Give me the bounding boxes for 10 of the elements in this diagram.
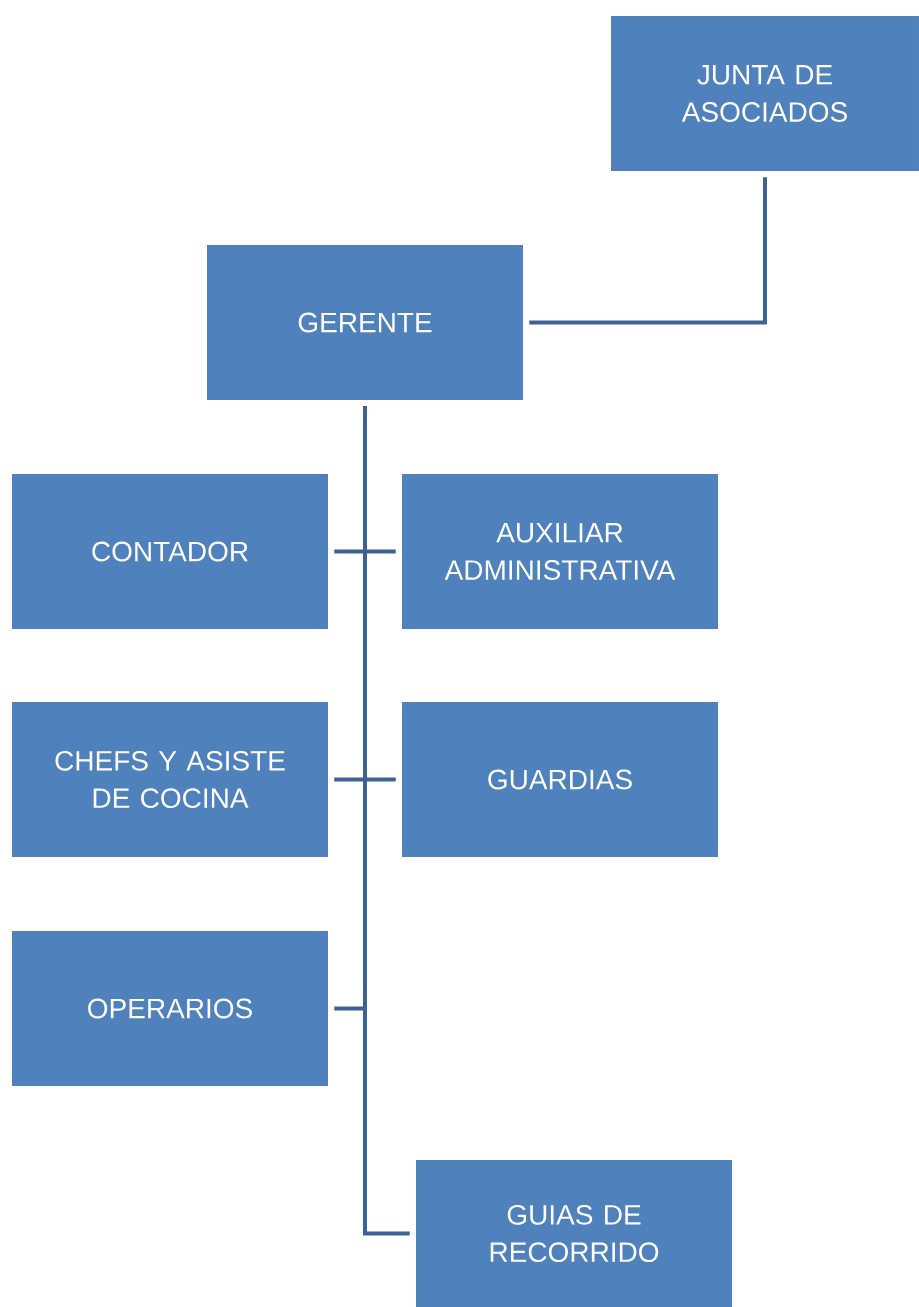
- org-box: JUNTA DE ASOCIADOS: [611, 16, 919, 171]
- org-box: OPERARIOS: [12, 931, 328, 1086]
- org-box: CONTADOR: [12, 474, 328, 629]
- connector-line: [363, 406, 410, 1236]
- org-box: GERENTE: [207, 245, 523, 400]
- org-box: GUIAS DE RECORRIDO: [416, 1160, 732, 1307]
- connector-line: [529, 177, 767, 325]
- org-box: CHEFS Y ASISTE DE COCINA: [12, 702, 328, 857]
- org-box: AUXILIAR ADMINISTRATIVA: [402, 474, 718, 629]
- org-box: GUARDIAS: [402, 702, 718, 857]
